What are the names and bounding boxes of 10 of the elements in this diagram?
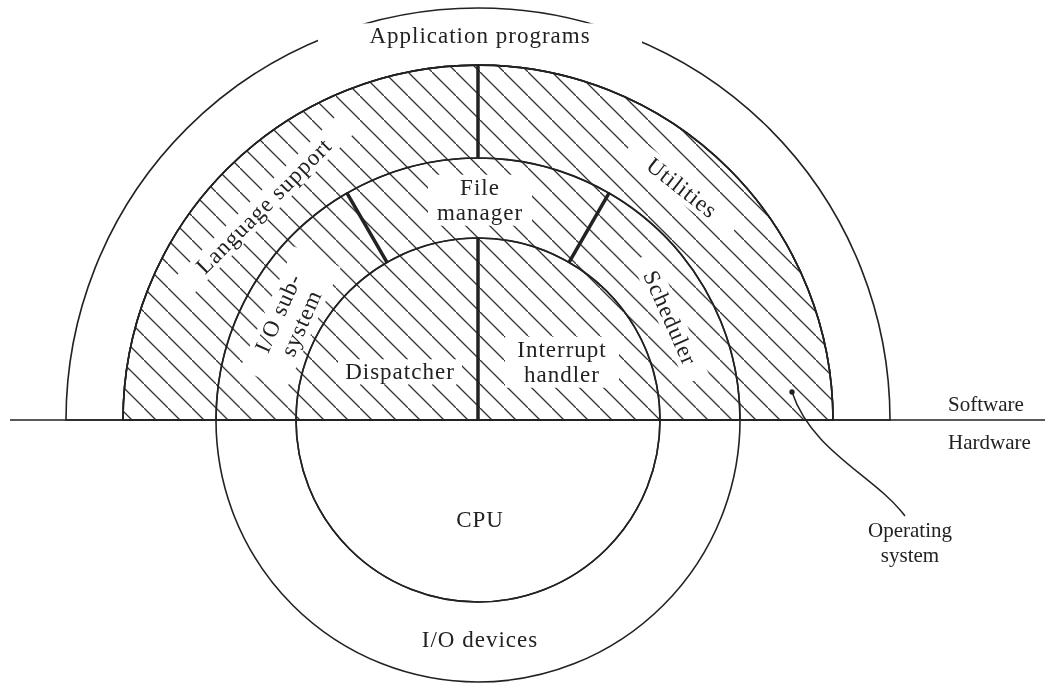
ring-band	[214, 418, 742, 684]
callout-text: Operating system	[860, 518, 960, 569]
region-label: Dispatcher	[338, 359, 462, 385]
leader-line	[789, 389, 906, 517]
region-label: Interrupt handler	[505, 336, 619, 388]
layer-label: Hardware	[948, 430, 1031, 455]
region-label: Application programs	[318, 23, 642, 49]
layer-label: Software	[948, 392, 1024, 417]
region-label: File manager	[428, 174, 532, 226]
ring-band	[64, 6, 892, 422]
